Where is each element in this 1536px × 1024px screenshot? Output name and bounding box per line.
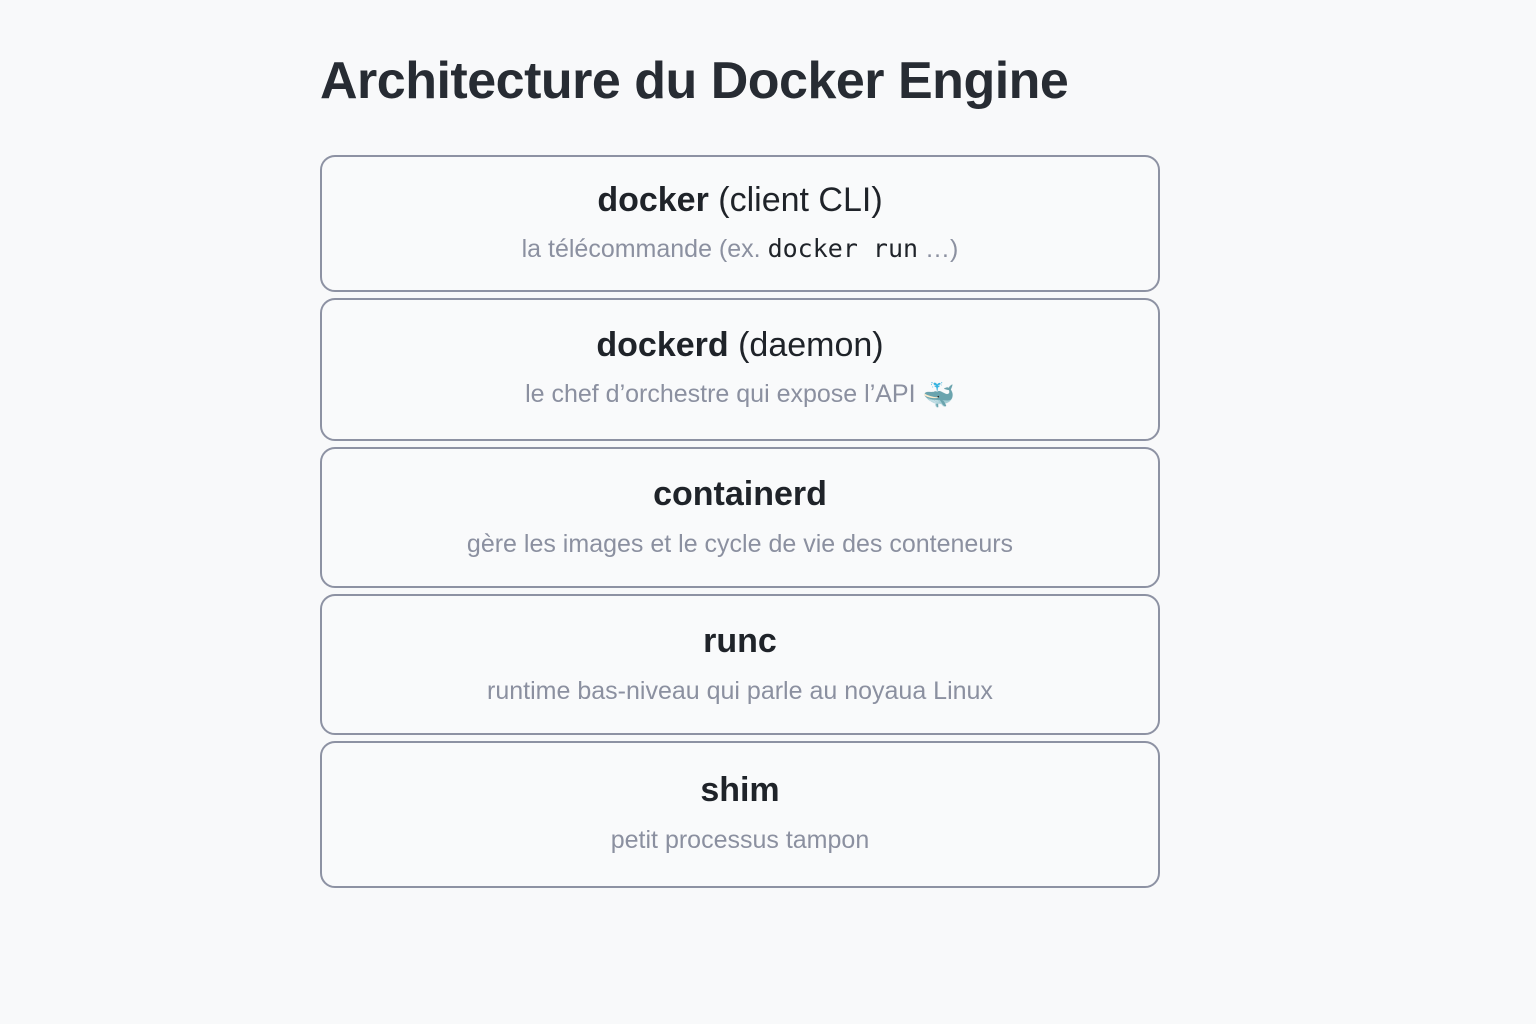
layer-title-rest: (client CLI) [708,180,883,219]
layer-title-strong: containerd [653,475,827,514]
layer-title-rest: (daemon) [728,325,884,364]
layer-title-dockerd: dockerd (daemon) [346,324,1134,367]
layer-subtitle-docker: la télécommande (ex. docker run …) [346,233,1134,266]
layer-subtitle-containerd: gère les images et le cycle de vie des c… [346,528,1134,561]
layer-card-shim[interactable]: shim petit processus tampon [320,741,1160,889]
layer-title-strong: runc [703,622,777,661]
subtitle-prefix: la télécommande (ex. [521,235,761,264]
layer-title-strong: docker [597,180,709,219]
layer-title-containerd: containerd [346,473,1134,516]
subtitle-prefix: gère les images et le cycle de vie des c… [466,529,1014,558]
layer-title-runc: runc [346,620,1134,663]
layer-card-dockerd[interactable]: dockerd (daemon) le chef d’orchestre qui… [320,297,1160,442]
layer-title-docker: docker (client CLI) [346,179,1134,222]
subtitle-prefix: le chef d’orchestre qui expose l’API [525,380,916,409]
layer-subtitle-runc: runtime bas-niveau qui parle au noyaua L… [346,675,1134,708]
subtitle-prefix: runtime bas-niveau qui parle au noyaua L… [487,676,993,705]
page-title: Architecture du Docker Engine [320,52,1069,110]
layer-card-list: docker (client CLI) la télécommande (ex.… [320,154,1160,889]
architecture-stack: Architecture du Docker Engine docker (cl… [320,0,1160,889]
layer-subtitle-shim: petit processus tampon [346,824,1134,857]
subtitle-suffix: …) [925,235,959,264]
subtitle-prefix: petit processus tampon [610,825,870,854]
inline-code-docker-run: docker run [767,234,919,264]
whale-icon: 🐳 [922,380,955,411]
layer-title-strong: dockerd [596,325,729,364]
layer-title-strong: shim [700,771,780,810]
layer-subtitle-dockerd: le chef d’orchestre qui expose l’API🐳 [346,378,1134,413]
layer-card-containerd[interactable]: containerd gère les images et le cycle d… [320,447,1160,589]
layer-title-shim: shim [346,769,1134,812]
layer-card-docker[interactable]: docker (client CLI) la télécommande (ex.… [320,154,1160,292]
layer-card-runc[interactable]: runc runtime bas-niveau qui parle au noy… [320,594,1160,736]
